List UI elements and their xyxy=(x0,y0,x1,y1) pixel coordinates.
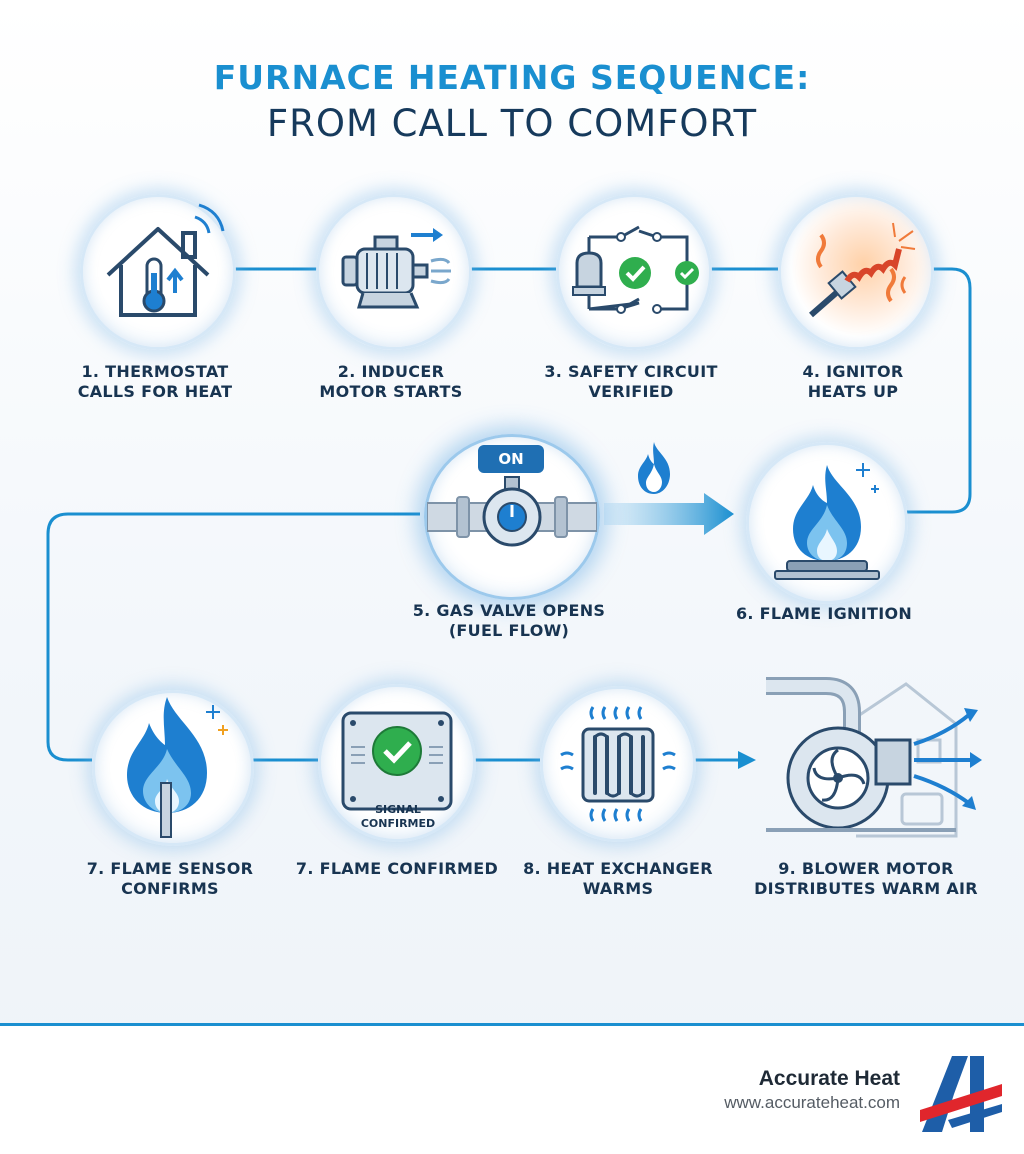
step-1-circle xyxy=(80,194,236,350)
step-9-label: 9. BLOWER MOTOR DISTRIBUTES WARM AIR xyxy=(754,859,978,898)
step-7b-label: 7. FLAME CONFIRMED xyxy=(295,859,499,878)
heat-exchanger-icon xyxy=(560,706,676,822)
on-badge: ON xyxy=(478,445,544,473)
accurate-heat-logo-icon xyxy=(920,1056,1002,1132)
step-5-label: 5. GAS VALVE OPENS (FUEL FLOW) xyxy=(412,601,606,640)
step-6-circle xyxy=(746,442,908,604)
step-3-label: 3. SAFETY CIRCUIT VERIFIED xyxy=(544,362,718,401)
signal-confirmed-text: SIGNAL CONFIRMED xyxy=(360,803,436,830)
step-2-label: 2. INDUCER MOTOR STARTS xyxy=(319,362,463,401)
step-7b-circle xyxy=(318,684,476,842)
inducer-motor-icon xyxy=(341,228,451,309)
footer-divider xyxy=(0,1023,1024,1026)
step-6-label: 6. FLAME IGNITION xyxy=(735,604,913,623)
brand-name: Accurate Heat xyxy=(758,1067,900,1090)
ignitor-icon xyxy=(809,222,916,318)
gas-flow-arrow xyxy=(604,493,734,535)
step-4-label: 4. IGNITOR HEATS UP xyxy=(802,362,904,401)
step-4-circle xyxy=(778,194,934,350)
step-1-label: 1. THERMOSTAT CALLS FOR HEAT xyxy=(77,362,233,401)
small-flame-icon xyxy=(638,442,670,494)
step-7-label: 7. FLAME SENSOR CONFIRMS xyxy=(86,859,254,898)
connector-5-7 xyxy=(46,512,420,762)
gas-valve-icon xyxy=(427,476,597,547)
brand-url: www.accurateheat.com xyxy=(724,1093,900,1112)
step-8-label: 8. HEAT EXCHANGER WARMS xyxy=(523,859,713,898)
connector-4-6 xyxy=(904,267,972,514)
connector-8-9-arrowhead xyxy=(738,751,756,769)
blower-motor-icon xyxy=(766,677,982,838)
page-title: FURNACE HEATING SEQUENCE: xyxy=(213,58,811,97)
burner-flame-icon xyxy=(774,463,880,580)
flame-sensor-icon xyxy=(127,697,228,838)
step-8-circle xyxy=(540,686,696,842)
step-2-circle xyxy=(316,194,472,350)
control-board-check-icon xyxy=(341,711,453,811)
page-subtitle: FROM CALL TO COMFORT xyxy=(266,102,758,145)
step-3-circle xyxy=(556,194,712,350)
footer xyxy=(0,1026,1024,1154)
step-7-circle xyxy=(92,690,254,846)
safety-circuit-icon xyxy=(572,225,699,314)
thermostat-house-icon xyxy=(106,203,225,317)
